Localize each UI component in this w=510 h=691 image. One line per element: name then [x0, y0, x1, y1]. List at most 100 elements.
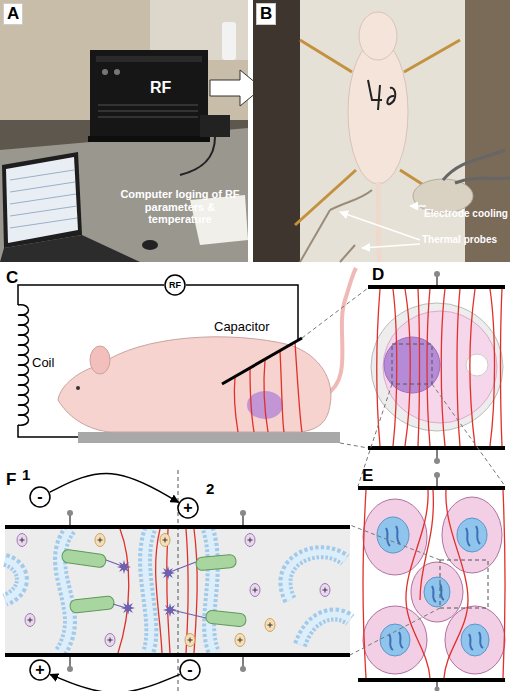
- lab-photo: [142, 240, 158, 250]
- mouse-photo: [443, 150, 510, 183]
- lab-photo: [0, 0, 262, 262]
- electrode-terminals: [70, 515, 243, 667]
- membrane-field: [60, 529, 70, 653]
- step-number: 2: [206, 480, 214, 497]
- cells-field: [363, 499, 427, 575]
- membrane-field: [118, 529, 129, 653]
- step-number: 1: [22, 466, 30, 483]
- lab-photo: [0, 0, 248, 262]
- polarity-circle: -: [179, 659, 201, 681]
- circuit-setup: [234, 342, 302, 432]
- tissue-field: [434, 271, 440, 277]
- electrode-terminals: [5, 525, 350, 529]
- cells-field: [444, 490, 468, 678]
- membrane-field: [300, 614, 350, 645]
- cells-field: [406, 490, 430, 678]
- cells-field: [411, 562, 463, 622]
- cells-field: [445, 606, 505, 674]
- membrane-field: [60, 529, 70, 653]
- cells-field: [358, 486, 505, 490]
- tissue-field: [418, 289, 420, 446]
- mouse-photo: [340, 212, 420, 240]
- lab-photo: [200, 115, 230, 137]
- mouse-photo: [253, 0, 510, 262]
- membrane-field: [235, 634, 245, 647]
- node-text: RF: [164, 274, 186, 296]
- tissue-field: [392, 344, 432, 384]
- membrane-field: [205, 610, 246, 627]
- coil-symbol: [18, 305, 29, 425]
- tissue-field: [470, 289, 475, 446]
- membrane-field: [194, 529, 197, 653]
- membrane-field: [106, 560, 206, 618]
- membrane-field: [320, 584, 330, 597]
- cells-field: [432, 584, 444, 602]
- circuit-setup: [186, 285, 298, 339]
- membrane-field: [208, 529, 214, 653]
- circuit-setup: [234, 377, 238, 432]
- membrane-field: [61, 549, 246, 627]
- membrane-field: [69, 596, 114, 614]
- lab-photo: [222, 22, 236, 60]
- membrane-field: [250, 584, 260, 597]
- node-text: -: [179, 659, 201, 681]
- panel-letter: F: [6, 470, 16, 490]
- membrane-field: [163, 603, 177, 617]
- mouse-photo: [410, 205, 426, 207]
- circuit-setup: [250, 368, 254, 432]
- cells-field: [386, 526, 400, 546]
- membrane-field: [285, 552, 345, 600]
- lab-photo: [98, 116, 198, 118]
- tissue-field: [501, 289, 503, 446]
- tissue-field: [368, 446, 505, 450]
- photo-caption: Computer loging of RF parameters & tempe…: [112, 188, 248, 226]
- membrane-field: [156, 529, 162, 653]
- cells-field: [461, 624, 489, 656]
- electrode-terminals: [5, 653, 350, 657]
- cells-field: [420, 490, 433, 600]
- cells-field: [389, 632, 403, 650]
- membrane-field: [161, 566, 175, 580]
- lab-photo: [180, 137, 215, 175]
- cells-field: [466, 526, 480, 546]
- circle-shape: [178, 498, 198, 518]
- lab-photo: [98, 104, 198, 106]
- mouse-photo: [300, 190, 372, 262]
- membrane-field: [118, 529, 197, 653]
- circle-shape: [30, 660, 50, 680]
- circuit-setup: [76, 386, 80, 390]
- panel-letter: C: [6, 268, 18, 288]
- mouse-body: [58, 337, 331, 432]
- membrane-field: [245, 534, 255, 547]
- electrode-terminals: [240, 510, 246, 516]
- circuit-setup: [295, 342, 302, 432]
- panel-letter: D: [372, 265, 384, 285]
- mouse-photo: [253, 0, 510, 262]
- mouse-photo: [359, 12, 397, 60]
- circuit-setup: [18, 425, 78, 437]
- lab-photo: [114, 69, 120, 75]
- circle-shape: [30, 487, 50, 507]
- membrane-field: [196, 554, 237, 570]
- membrane-field: [300, 614, 350, 645]
- lab-photo: [6, 157, 78, 243]
- membrane-field: [5, 560, 22, 600]
- device-label: RF: [150, 79, 171, 97]
- membrane-field: [61, 549, 106, 568]
- circle-shape: [180, 660, 200, 680]
- polarity-arrow: [50, 474, 179, 503]
- tissue-field: [434, 458, 440, 464]
- electrode-terminals: [67, 510, 73, 516]
- tissue-field: [457, 289, 460, 446]
- polarity-arrow: [50, 674, 180, 691]
- electrode-terminals: [240, 666, 246, 672]
- cells-field: [358, 678, 505, 682]
- callout-label: Electrode cooling: [424, 208, 508, 220]
- cells-field: [363, 490, 366, 678]
- membrane-field: [265, 619, 275, 632]
- membrane-field: [5, 560, 22, 600]
- circle-shape: [165, 275, 185, 295]
- membrane-field: [25, 614, 35, 627]
